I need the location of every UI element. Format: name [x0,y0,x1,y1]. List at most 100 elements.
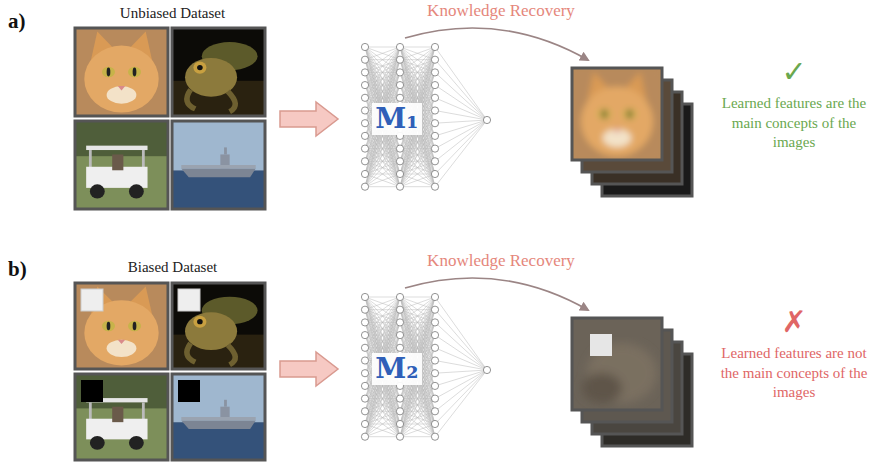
neuron [361,94,368,101]
network-link [435,98,487,120]
network-link [365,47,400,60]
neuron [361,132,368,139]
panel-letter: b) [8,256,48,283]
network-link [435,322,487,370]
neuron [361,319,368,326]
network-link [365,85,400,187]
neuron [396,293,403,300]
neuron [431,107,438,114]
neural-network [361,293,490,440]
neuron [361,120,368,127]
check-mark: ✓ [772,52,816,91]
neuron [396,395,403,402]
recovery-arrow [405,278,588,310]
neuron [361,357,368,364]
process-title: Knowledge Recovery [416,0,586,22]
neuron [396,82,403,89]
network-link [365,47,400,48]
neuron [361,43,368,50]
neuron [361,433,368,440]
network-link [400,399,435,437]
neuron [431,145,438,152]
network-link [400,186,435,187]
neuron [431,408,438,415]
network-link [400,161,435,186]
network-link [400,297,435,310]
network-link [365,335,400,437]
neuron [396,420,403,427]
neuron [396,332,403,339]
dataset-panel: Unbiased Dataset [70,4,275,214]
network-link [435,120,487,123]
process-title: Knowledge Recovery [416,250,586,272]
neuron [431,120,438,127]
network-link [400,174,435,187]
network-link [400,149,435,187]
neuron [361,293,368,300]
neuron [431,306,438,313]
network-link [435,60,487,120]
network-link [400,335,435,437]
neuron [396,94,403,101]
network-link [435,72,487,120]
neuron [361,69,368,76]
network-link [435,370,487,411]
neuron [431,132,438,139]
neuron [431,319,438,326]
network-link [435,120,487,187]
network-link [400,386,435,437]
flow-arrow [280,102,338,136]
network-link [365,424,400,437]
neuron [361,145,368,152]
neuron [431,344,438,351]
network-link [365,297,400,310]
neuron [396,183,403,190]
network-link [435,120,487,174]
network-link [365,424,400,437]
neuron [361,306,368,313]
cross-mark: ✗ [772,302,816,341]
network-link [435,348,487,370]
network-link [400,174,435,187]
recovery-arrow [405,28,588,60]
network-link [365,297,400,298]
neuron [361,82,368,89]
network-link [400,424,435,437]
network-link [435,310,487,370]
panel-letter: a) [8,8,48,35]
network-link [365,411,400,436]
neuron [431,94,438,101]
neuron [361,420,368,427]
dataset-title: Biased Dataset [128,258,218,276]
network-link [365,161,400,186]
neuron [431,370,438,377]
neuron [361,170,368,177]
network-link [435,361,487,371]
network-link [365,149,400,187]
network-link [435,120,487,161]
neuron [431,43,438,50]
network-link [365,174,400,187]
biased-image-grid [75,283,265,460]
network-link [400,297,435,310]
network-link [400,436,435,437]
network-link [400,297,435,298]
model-name: M₂ [372,353,421,385]
flow-arrow [280,352,338,386]
network-link [400,136,435,187]
network-link [435,370,487,437]
network-link [400,85,435,187]
neuron [396,319,403,326]
network-link [365,174,400,187]
network-link [435,111,487,121]
neuron [396,344,403,351]
neuron [361,158,368,165]
neuron [361,332,368,339]
neuron [361,408,368,415]
network-link [400,47,435,48]
network-link [365,399,400,437]
recovered-image-stack [572,318,692,446]
